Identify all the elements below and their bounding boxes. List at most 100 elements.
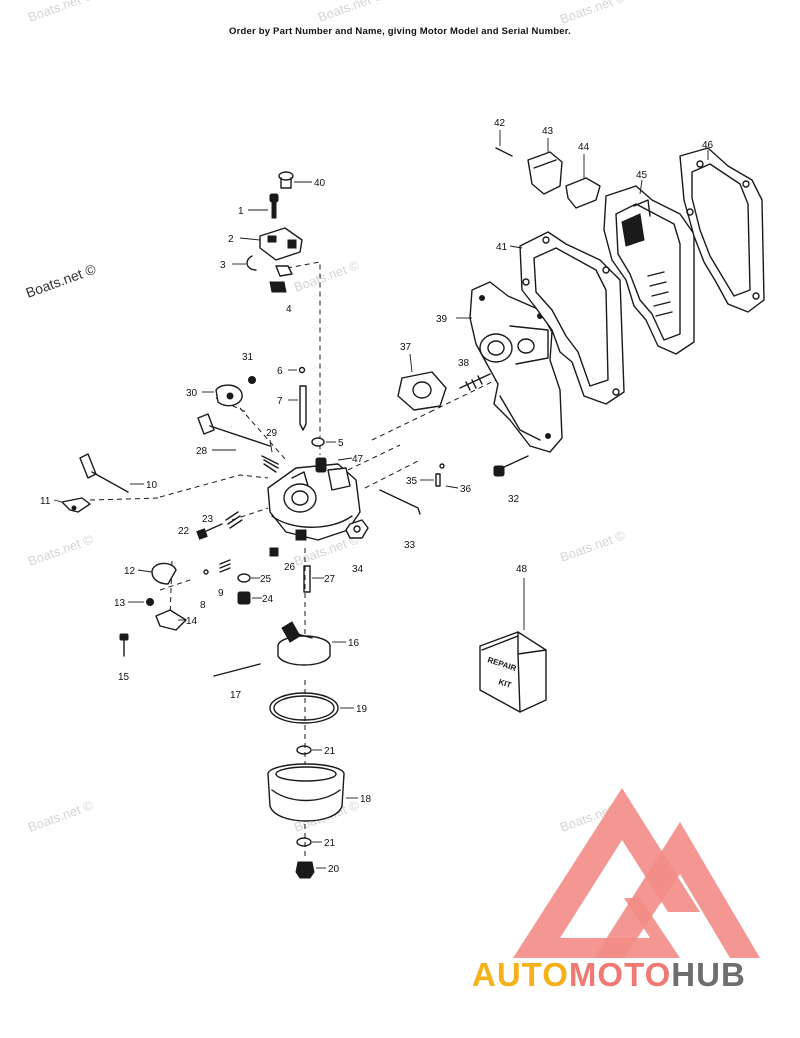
watermark: Boats.net © xyxy=(26,0,96,25)
part-46-gasket: 46 xyxy=(679,140,765,313)
part-5-seat: 5 xyxy=(311,437,344,449)
part-10-choke-shaft: 10 xyxy=(79,453,158,493)
callout-24: 24 xyxy=(262,594,274,605)
callout-20: 20 xyxy=(328,864,340,875)
callout-36: 36 xyxy=(460,484,472,495)
part-33-link-rod: 33 xyxy=(379,489,421,551)
watermark: Boats.net © xyxy=(26,797,96,835)
callout-12: 12 xyxy=(124,566,136,577)
callout-2: 2 xyxy=(228,234,234,245)
callout-13: 13 xyxy=(114,598,126,609)
kit-label-line2: KIT xyxy=(497,677,512,690)
callout-29: 29 xyxy=(266,428,278,439)
callout-30: 30 xyxy=(186,388,198,399)
callout-16: 16 xyxy=(348,638,360,649)
part-6-7-needle: 6 7 xyxy=(277,366,307,431)
callout-14: 14 xyxy=(186,616,198,627)
watermark: Boats.net © xyxy=(558,0,628,27)
part-37-gasket: 37 xyxy=(397,342,447,411)
part-16-float: 16 xyxy=(277,621,360,666)
part-39-intake-manifold: 39 xyxy=(436,281,563,453)
part-23-screw: 23 xyxy=(202,511,243,529)
part-40-screw: 40 xyxy=(278,171,326,189)
callout-21-upper: 21 xyxy=(324,746,336,757)
watermark: Boats.net © xyxy=(292,257,362,295)
part-4-nut: 4 xyxy=(269,265,293,315)
callout-47: 47 xyxy=(352,454,364,465)
callout-25: 25 xyxy=(260,574,272,585)
part-28-throttle-shaft: 28 xyxy=(196,413,271,457)
callout-22: 22 xyxy=(178,526,190,537)
part-42-screw: 42 xyxy=(494,118,513,157)
callout-19: 19 xyxy=(356,704,368,715)
callout-39: 39 xyxy=(436,314,448,325)
callout-15: 15 xyxy=(118,672,130,683)
callout-38: 38 xyxy=(458,358,470,369)
callout-5: 5 xyxy=(338,438,344,449)
part-11-lever: 11 xyxy=(40,496,91,513)
watermark: Boats.net © xyxy=(24,260,99,300)
part-9-spring: 9 xyxy=(218,559,231,599)
callout-8: 8 xyxy=(200,600,206,611)
callout-18: 18 xyxy=(360,794,372,805)
callout-44: 44 xyxy=(578,142,590,153)
part-12-choke-plate: 12 xyxy=(124,562,177,585)
callout-7: 7 xyxy=(277,396,283,407)
part-32-bolt: 32 xyxy=(493,455,529,505)
brand-wordmark: AUTOMOTOHUB xyxy=(472,956,792,996)
callout-10: 10 xyxy=(146,480,158,491)
watermark: Boats.net © xyxy=(316,0,386,25)
part-14-throttle-plate: 14 xyxy=(155,609,198,631)
part-22-screw: 22 xyxy=(178,523,223,540)
callout-35: 35 xyxy=(406,476,418,487)
part-44-reed: 44 xyxy=(565,142,601,209)
callout-26: 26 xyxy=(284,562,296,573)
part-27-tube: 27 xyxy=(303,565,336,593)
brand-part-moto: MOTO xyxy=(568,956,672,993)
part-48-repair-kit: 48 REPAIR KIT xyxy=(479,564,547,713)
callout-43: 43 xyxy=(542,126,554,137)
part-38-stud: 38 xyxy=(458,358,491,391)
part-2-bracket: 2 xyxy=(228,227,303,261)
callout-27: 27 xyxy=(324,574,336,585)
brand-part-auto: AUTO xyxy=(472,956,569,993)
callout-46: 46 xyxy=(702,140,714,151)
part-36-clip: 36 xyxy=(439,463,472,495)
callout-48: 48 xyxy=(516,564,528,575)
part-21-washer-upper: 21 xyxy=(296,745,336,757)
part-31-screw: 31 xyxy=(242,352,256,384)
part-13-washer: 13 xyxy=(114,598,154,609)
part-41-gasket: 41 xyxy=(496,231,625,405)
callout-41: 41 xyxy=(496,242,508,253)
brand-logo-icon xyxy=(513,788,760,958)
callout-23: 23 xyxy=(202,514,214,525)
part-1-screw: 1 xyxy=(238,193,279,219)
watermark: Boats.net © xyxy=(558,527,628,565)
part-30-cam: 30 xyxy=(186,384,243,407)
callout-33: 33 xyxy=(404,540,416,551)
callout-17: 17 xyxy=(230,690,242,701)
callout-3: 3 xyxy=(220,260,226,271)
callout-32: 32 xyxy=(508,494,520,505)
callout-1: 1 xyxy=(238,206,244,217)
part-18-float-bowl: 18 xyxy=(267,763,372,822)
part-17-pin: 17 xyxy=(213,663,261,701)
part-26-jet: 26 xyxy=(269,547,296,573)
callout-4: 4 xyxy=(286,304,292,315)
callout-40: 40 xyxy=(314,178,326,189)
part-8-ball: 8 xyxy=(200,569,209,611)
carburetor-body: 47 xyxy=(267,454,364,541)
callout-45: 45 xyxy=(636,170,648,181)
part-21-washer-lower: 21 xyxy=(296,837,336,849)
part-43-reed-stop: 43 xyxy=(527,126,563,195)
part-3-clip: 3 xyxy=(220,255,257,271)
callout-34: 34 xyxy=(352,564,364,575)
part-29-spring: 29 xyxy=(261,428,279,473)
callout-21-lower: 21 xyxy=(324,838,336,849)
part-35-clip: 35 xyxy=(406,473,441,487)
part-25-oring: 25 xyxy=(237,573,272,585)
part-19-gasket: 19 xyxy=(269,692,368,724)
part-34-nut: 34 xyxy=(345,519,369,575)
